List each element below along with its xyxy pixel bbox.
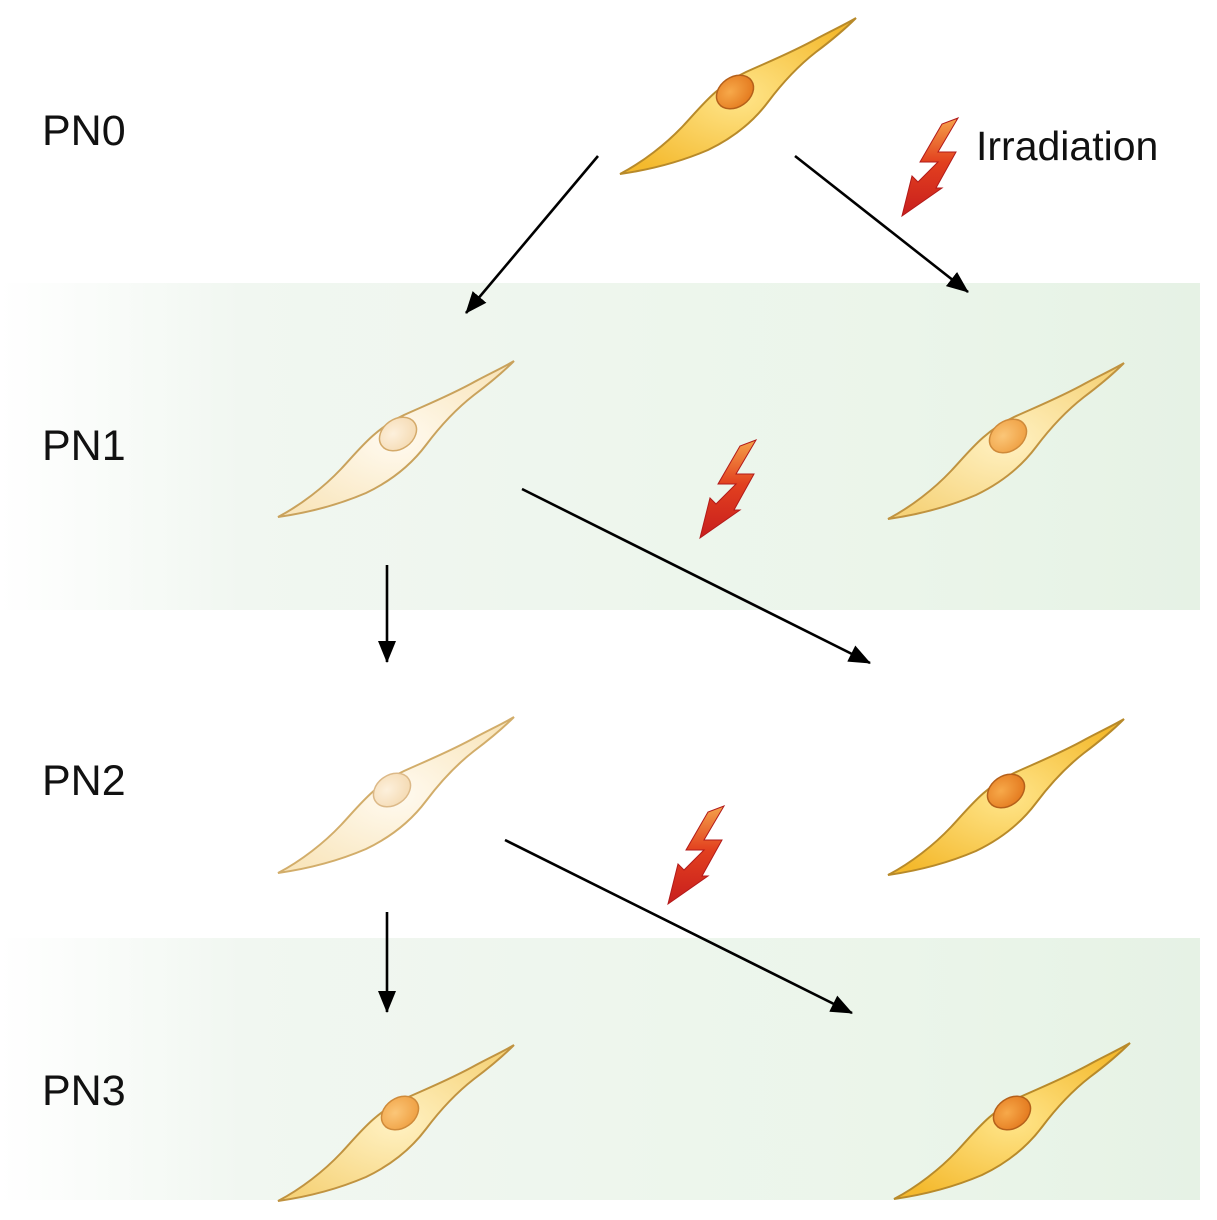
row-label-pn0: PN0 (42, 107, 126, 155)
arrow-pn0-to-pn1-left (465, 155, 599, 314)
row-label-pn3: PN3 (42, 1067, 126, 1115)
cell-pn3-right (893, 1042, 1131, 1200)
cell-pn0 (619, 17, 857, 175)
arrow-pn0-to-pn1-right (794, 154, 969, 294)
row-label-pn1: PN1 (42, 422, 126, 470)
arrow-pn1-to-pn2-right (521, 487, 871, 665)
lightning-bolt-icon (699, 439, 758, 540)
lightning-bolt-icon (667, 805, 726, 906)
cell-pn1-right (887, 362, 1125, 520)
arrow-pn2-to-pn3-right (504, 838, 853, 1015)
row-label-pn2: PN2 (42, 757, 126, 805)
band-pn3 (0, 938, 1200, 1200)
lightning-bolt-icon (901, 117, 960, 218)
irradiation-label: Irradiation (976, 123, 1158, 169)
cell-pn1-left (277, 360, 515, 518)
cell-pn2-right (887, 718, 1125, 876)
cell-pn2-left (277, 716, 515, 874)
cell-pn3-left (277, 1044, 515, 1202)
